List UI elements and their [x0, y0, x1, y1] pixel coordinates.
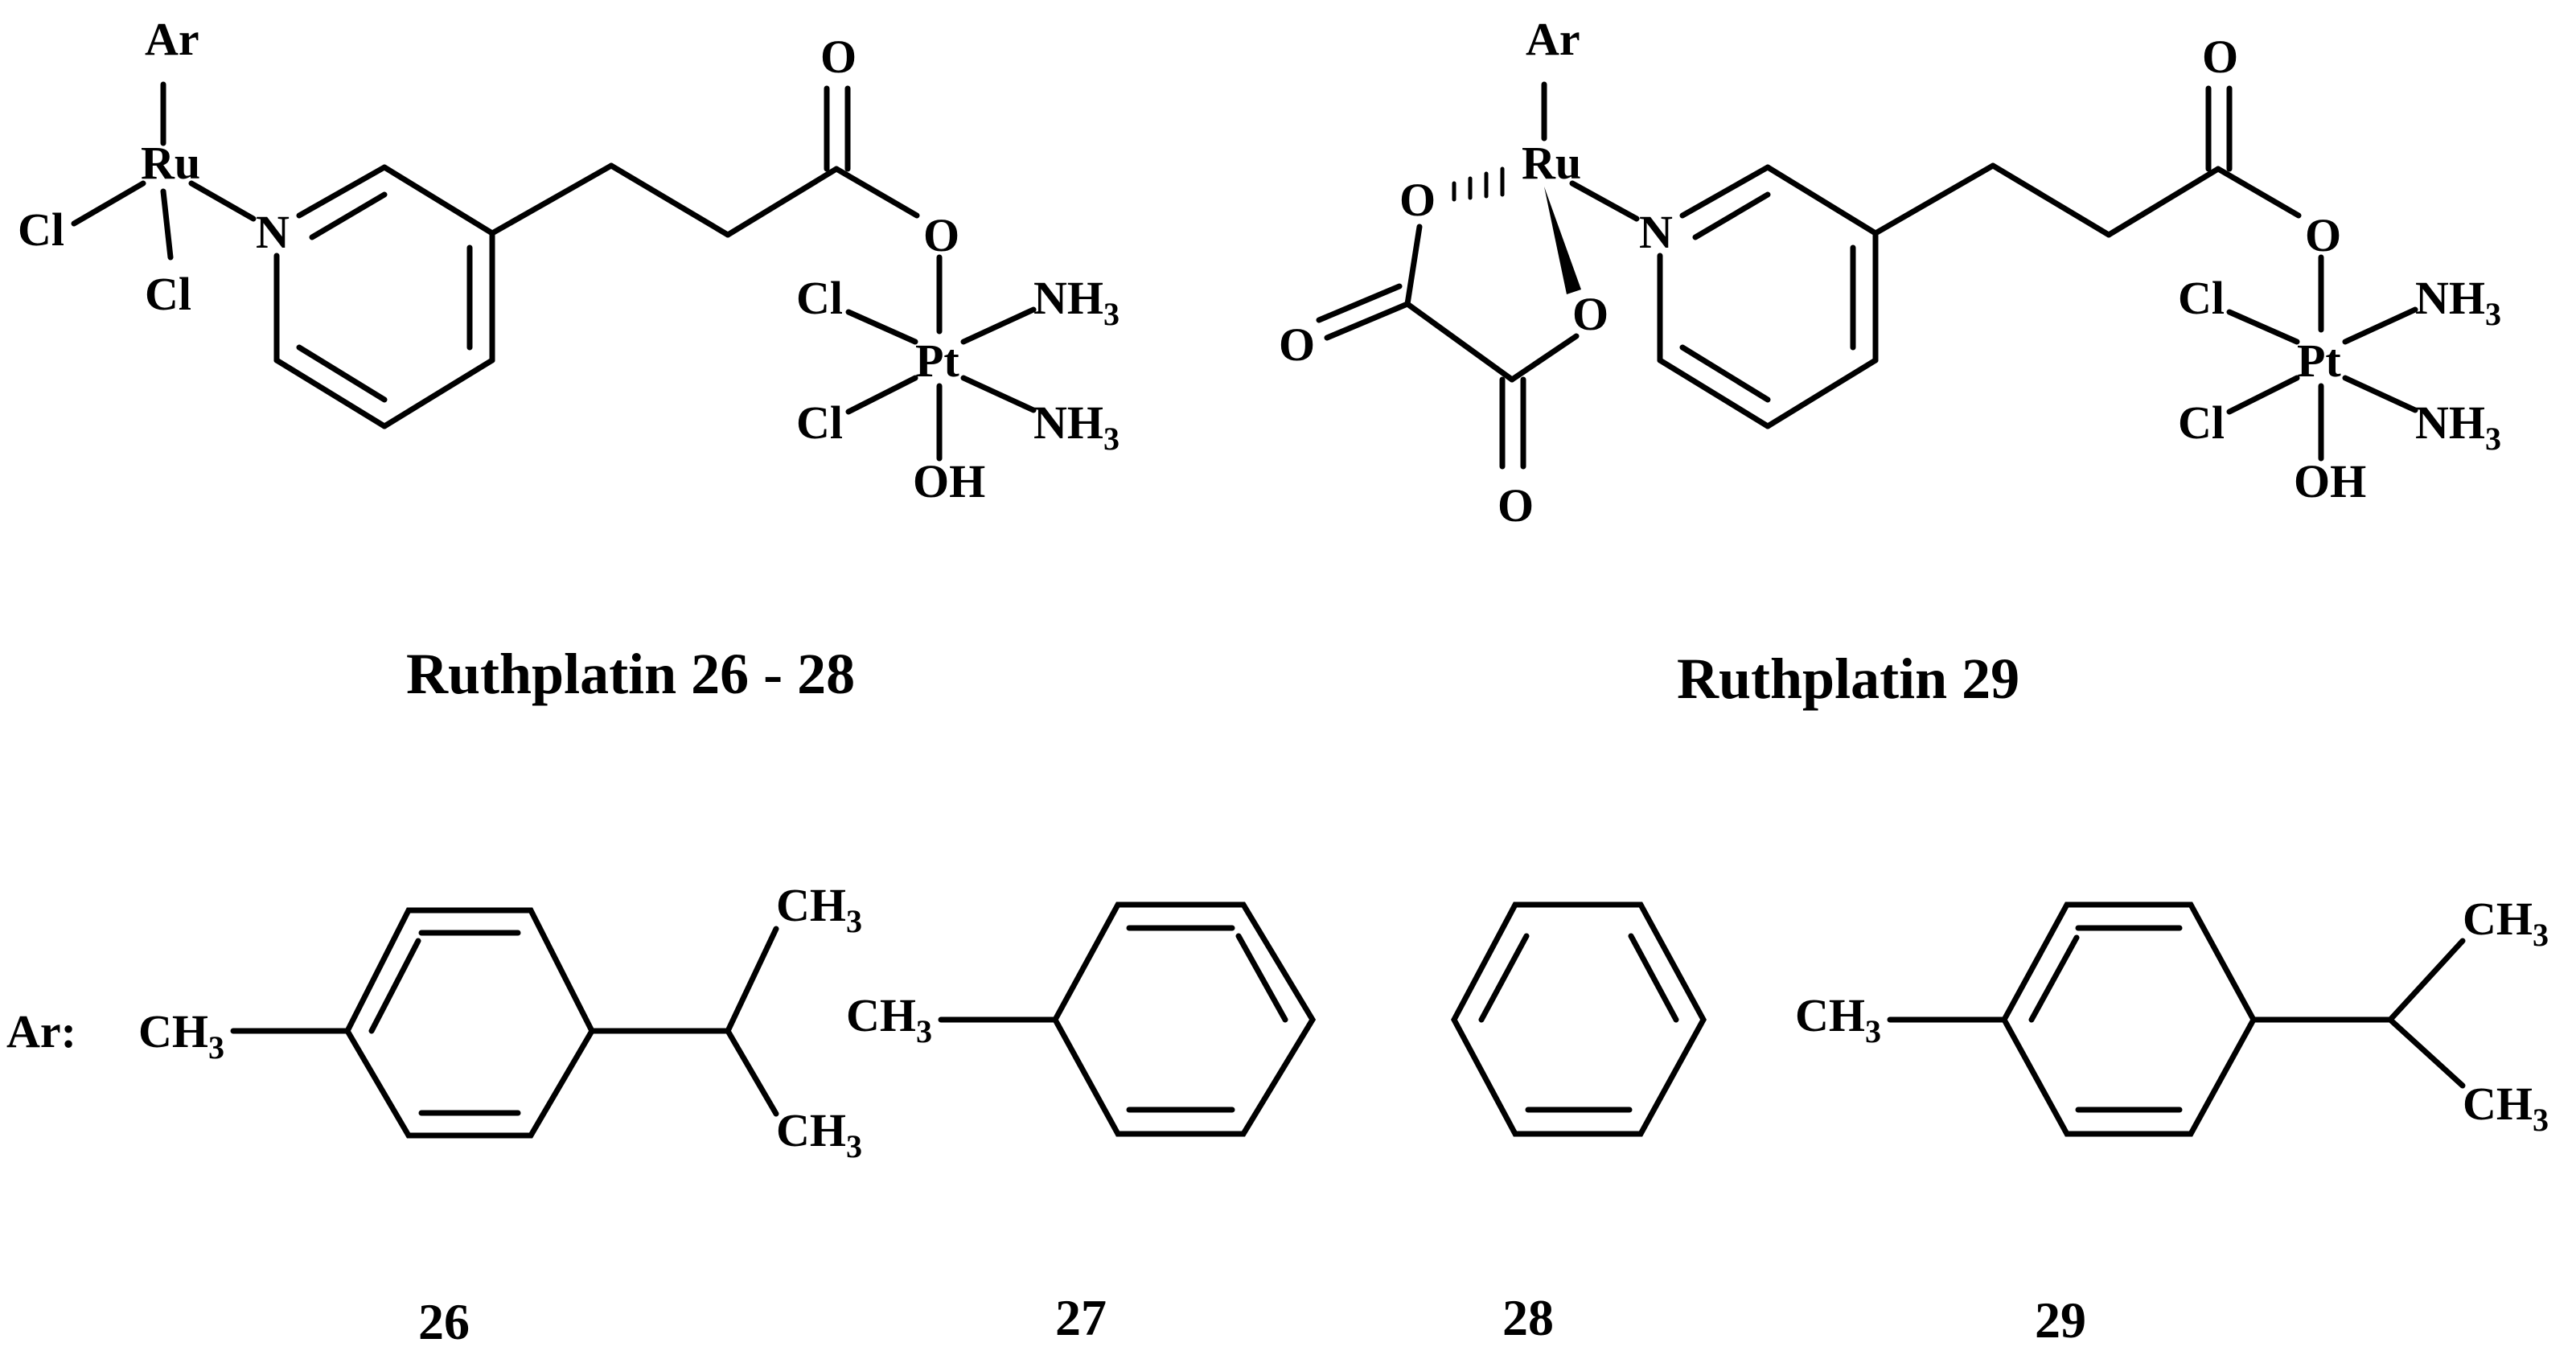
bond-pt-cl-top-29: [2226, 309, 2300, 345]
atom-o-ester-29: O: [2305, 209, 2341, 261]
ring-28: [1451, 901, 1707, 1137]
atom-ru: Ru: [141, 137, 200, 189]
bond-ru-n-29: [1569, 180, 1640, 222]
hashed-bond-ru-o: [1452, 166, 1505, 202]
bond-c3-ch2-29: [1872, 162, 1996, 236]
atom-ru-29: Ru: [1522, 137, 1581, 189]
compound-number-29: 29: [2035, 1291, 2086, 1349]
atom-pt: Pt: [915, 335, 959, 387]
atom-nh3-bottom-29: NH3: [2415, 396, 2501, 457]
bond-pt-nh3-top-29: [2342, 306, 2418, 345]
atom-cl-pt-bottom-29: Cl: [2178, 396, 2225, 449]
bond-pt-cl-bottom: [845, 375, 918, 415]
bond-ru-n: [188, 180, 257, 222]
bond-c2-c3: [381, 164, 495, 236]
atom-cl-pt-bottom: Cl: [796, 396, 843, 449]
bond-c-c-oxalate: [1404, 301, 1515, 383]
bond-pt-cl-bottom-29: [2226, 375, 2300, 415]
bond-ru-cl-left: [71, 180, 146, 227]
atom-o-oxalate-bottom: O: [1498, 479, 1534, 532]
bond-ch-ch3-top-26: [725, 926, 779, 1034]
bond-c-o-ester-29: [2215, 166, 2302, 219]
bond-pt-nh3-top: [960, 306, 1037, 345]
ruthplatin-29-structure: Ar Ru O O O O N O O Pt Cl Cl NH3 NH3 OH: [1279, 13, 2501, 532]
compound-number-28: 28: [1502, 1289, 1554, 1346]
compound-number-26: 26: [418, 1293, 470, 1350]
bond-pt-nh3-bottom: [960, 375, 1037, 413]
bond-o-c-oxalate-1: [1404, 224, 1423, 307]
ar-prefix-label: Ar:: [6, 1005, 76, 1057]
atom-oh-29: OH: [2294, 455, 2366, 507]
bond-c5-c6-inner: [296, 344, 388, 403]
atom-pt-29: Pt: [2297, 335, 2341, 387]
atom-o-ester: O: [923, 209, 959, 261]
atom-ar-29: Ar: [1526, 13, 1580, 65]
bond-n-c2: [296, 164, 388, 219]
bond-n-c2-inner-29: [1692, 191, 1771, 240]
atom-cl-bottom: Cl: [145, 268, 191, 320]
ring-27: [1052, 901, 1317, 1137]
atom-cl-left: Cl: [18, 203, 64, 256]
atom-o-carbonyl-29: O: [2202, 31, 2238, 83]
atom-nh3-top: NH3: [1033, 272, 1120, 332]
ch3-label-29-left: CH3: [1795, 989, 1881, 1049]
bond-c5-c6-inner-29: [1679, 344, 1771, 403]
aryl-29-p-cymene: CH3 CH3 CH3: [1795, 893, 2549, 1138]
ch3-label-26-left: CH3: [138, 1005, 224, 1066]
aryl-26-p-cymene: Ar: CH3 CH3 CH3: [6, 879, 862, 1164]
bond-c-o-oxalate-2: [1509, 333, 1580, 383]
ring-26: [344, 907, 595, 1139]
bond-pt-cl-top: [845, 309, 918, 345]
ch3-label-29-top: CH3: [2463, 893, 2549, 953]
compound-number-27: 27: [1055, 1289, 1107, 1346]
bond-ch2-c-carbonyl: [725, 166, 840, 238]
bond-c4-c5-29: [1765, 357, 1879, 429]
atom-oh: OH: [913, 455, 985, 507]
aryl-27-toluene: CH3: [846, 901, 1317, 1137]
bond-ch2-ch2-29: [1990, 162, 2112, 238]
atom-nh3-top-29: NH3: [2415, 272, 2501, 332]
atom-cl-pt-top: Cl: [796, 272, 843, 324]
bond-c3-ch2: [489, 162, 614, 236]
atom-cl-pt-top-29: Cl: [2178, 272, 2225, 324]
bond-c-o-ester: [833, 166, 920, 219]
ch3-label-29-bottom: CH3: [2463, 1078, 2549, 1138]
ch3-label-26-top: CH3: [776, 879, 862, 939]
bond-c-o-double-1a: [1324, 301, 1411, 341]
atom-o-oxalate-top: O: [1399, 174, 1436, 226]
bond-ch-ch3-bottom-26: [725, 1028, 779, 1117]
atom-o-carbonyl: O: [820, 31, 857, 83]
bond-n-c2-29: [1679, 164, 1771, 219]
bond-c4-c5: [381, 357, 495, 429]
ring-29: [2001, 901, 2257, 1137]
bond-ch-ch3-top-29: [2387, 938, 2466, 1023]
bond-ch2-ch2: [608, 162, 731, 238]
bond-pt-nh3-bottom-29: [2342, 375, 2418, 413]
bond-ru-cl-bottom: [160, 188, 174, 261]
caption-ruthplatin-29: Ruthplatin 29: [1677, 647, 2019, 711]
ch3-label-26-bottom: CH3: [776, 1104, 862, 1164]
aryl-28-benzene: [1451, 901, 1707, 1137]
bond-ch-ch3-bottom-29: [2387, 1016, 2466, 1089]
bond-c5-c6: [273, 357, 388, 429]
atom-n: N: [256, 206, 290, 258]
atom-n-29: N: [1639, 206, 1673, 258]
caption-ruthplatin-26-28: Ruthplatin 26 - 28: [406, 642, 855, 706]
bond-c5-c6-29: [1657, 357, 1771, 429]
atom-o-oxalate-right: O: [1572, 288, 1608, 340]
atom-ar: Ar: [145, 13, 199, 65]
bond-ch2-c-carbonyl-29: [2106, 166, 2221, 238]
ruthplatin-26-28-structure: Ar Ru Cl Cl N O O Pt Cl Cl NH3 NH3 OH: [18, 13, 1120, 507]
ch3-label-27: CH3: [846, 989, 932, 1049]
wedge-bond-ru-o: [1544, 187, 1581, 294]
bond-c-o-double-1b: [1316, 283, 1403, 323]
bond-n-c2-inner: [309, 191, 388, 240]
bond-c2-c3-29: [1765, 164, 1879, 236]
atom-nh3-bottom: NH3: [1033, 396, 1120, 457]
atom-o-oxalate-left: O: [1279, 318, 1315, 371]
